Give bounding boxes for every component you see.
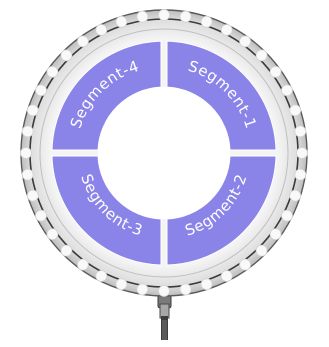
- led-dot: [200, 15, 213, 28]
- led-dot: [179, 10, 192, 23]
- led-dot: [20, 147, 32, 159]
- led-dot: [255, 244, 268, 257]
- led-dots: [20, 9, 308, 297]
- led-dot: [239, 35, 252, 48]
- led-dot: [179, 283, 192, 296]
- center-hole: [98, 87, 230, 219]
- led-dot: [200, 278, 213, 291]
- led-dot: [239, 258, 252, 271]
- led-dot: [136, 10, 149, 23]
- segment-3[interactable]: [51, 155, 162, 266]
- led-dot: [77, 258, 89, 271]
- led-dot: [46, 228, 59, 241]
- led-dot: [294, 125, 307, 138]
- segment-2[interactable]: [166, 155, 277, 266]
- led-dot: [269, 66, 282, 78]
- led-dot: [35, 209, 47, 222]
- led-dot: [95, 24, 108, 36]
- led-dot: [158, 285, 170, 297]
- led-dot: [289, 104, 302, 117]
- led-dot: [77, 35, 89, 48]
- led-dot: [281, 209, 293, 222]
- led-dot: [26, 189, 39, 202]
- led-dot: [115, 278, 128, 291]
- led-dot: [269, 228, 282, 241]
- segment-ring: [51, 40, 277, 266]
- led-dot: [255, 49, 268, 62]
- led-dot: [158, 9, 170, 21]
- led-dot: [26, 104, 39, 117]
- led-dot: [21, 125, 34, 138]
- led-dot: [281, 84, 293, 97]
- led-dot: [115, 15, 128, 28]
- led-dot: [296, 147, 308, 159]
- led-dot: [60, 244, 73, 257]
- led-dot: [220, 270, 233, 282]
- led-dot: [95, 270, 108, 282]
- led-dot: [289, 189, 302, 202]
- led-dot: [21, 168, 34, 181]
- led-dot: [220, 24, 233, 36]
- cable-connector-icon: [157, 291, 172, 340]
- led-dot: [136, 283, 149, 296]
- led-dot: [60, 49, 73, 62]
- led-dot: [294, 168, 307, 181]
- led-dot: [46, 66, 59, 78]
- led-dot: [35, 84, 47, 97]
